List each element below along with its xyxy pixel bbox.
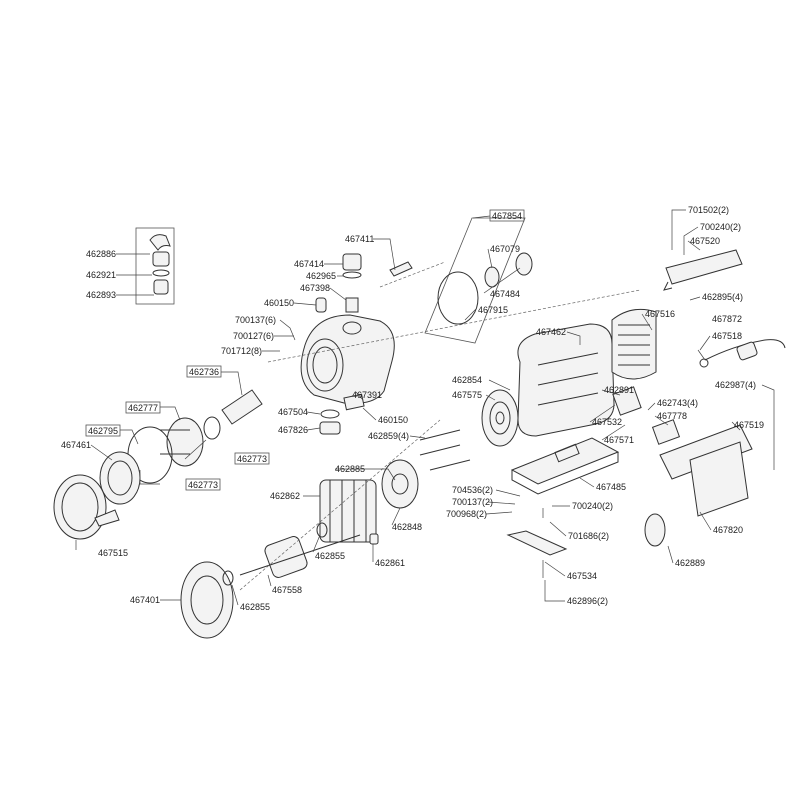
label-462773-lower: 462773 <box>188 480 218 490</box>
label-467820: 467820 <box>713 525 743 535</box>
label-467515: 467515 <box>98 548 128 558</box>
label-467461: 467461 <box>61 440 91 450</box>
label-701502-2: 701502(2) <box>688 205 729 215</box>
label-boxes <box>85 209 525 491</box>
pump-housing <box>300 253 413 435</box>
label-467854: 467854 <box>492 211 522 221</box>
label-462736: 462736 <box>189 367 219 377</box>
label-467534: 467534 <box>567 571 597 581</box>
tie-rods <box>419 429 471 471</box>
label-467391: 467391 <box>352 390 382 400</box>
label-462743-4: 462743(4) <box>657 398 698 408</box>
label-467532: 467532 <box>592 417 622 427</box>
label-467411: 467411 <box>345 234 374 244</box>
label-467520: 467520 <box>690 236 720 246</box>
label-460150-bottom: 460150 <box>378 415 408 425</box>
label-462854: 462854 <box>452 375 482 385</box>
label-462921: 462921 <box>86 270 116 280</box>
label-700968-2: 700968(2) <box>446 509 487 519</box>
label-467398: 467398 <box>300 283 330 293</box>
motor-parts <box>180 459 419 639</box>
assembly-axis-line-3 <box>239 419 441 591</box>
label-700127-6: 700127(6) <box>233 331 274 341</box>
label-462795: 462795 <box>88 426 118 436</box>
terminal-cover <box>612 386 753 547</box>
label-462848: 462848 <box>392 522 422 532</box>
label-462861: 462861 <box>375 558 405 568</box>
base-plate <box>506 437 620 578</box>
label-467079: 467079 <box>490 244 520 254</box>
label-462885: 462885 <box>335 464 365 474</box>
label-467484: 467484 <box>490 289 520 299</box>
label-467778: 467778 <box>657 411 687 421</box>
label-462896-2: 462896(2) <box>567 596 608 606</box>
label-462886: 462886 <box>86 249 116 259</box>
label-467504: 467504 <box>278 407 308 417</box>
fan-cover <box>611 308 657 380</box>
label-467516: 467516 <box>645 309 675 319</box>
label-462855-lower: 462855 <box>240 602 270 612</box>
label-462859-4: 462859(4) <box>368 431 409 441</box>
label-701686-2: 701686(2) <box>568 531 609 541</box>
label-462855-upper: 462855 <box>315 551 345 561</box>
label-700240-2-bottom: 700240(2) <box>572 501 613 511</box>
label-467519: 467519 <box>734 420 764 430</box>
label-467558: 467558 <box>272 585 302 595</box>
assembly-axis-line-2 <box>379 261 446 288</box>
part-number-labels: 462886 462921 462893 467411 467414 46296… <box>61 205 764 612</box>
label-467915: 467915 <box>478 305 508 315</box>
label-467518: 467518 <box>712 331 742 341</box>
label-467401: 467401 <box>130 595 160 605</box>
filter-group <box>53 389 263 540</box>
label-704536-2: 704536(2) <box>452 485 493 495</box>
label-700137-6: 700137(6) <box>235 315 276 325</box>
label-467571: 467571 <box>604 435 634 445</box>
label-467462: 467462 <box>536 327 566 337</box>
label-462773-right: 462773 <box>237 454 267 464</box>
label-460150-top: 460150 <box>264 298 294 308</box>
label-462777: 462777 <box>128 403 158 413</box>
hose-connector-parts <box>135 227 175 305</box>
label-467575: 467575 <box>452 390 482 400</box>
label-462862: 462862 <box>270 491 300 501</box>
label-462965: 462965 <box>306 271 336 281</box>
impeller-disc <box>481 389 519 447</box>
label-467826: 467826 <box>278 425 308 435</box>
power-cable <box>699 339 786 368</box>
label-467485: 467485 <box>596 482 626 492</box>
label-462891: 462891 <box>604 385 634 395</box>
motor-frame <box>517 323 615 437</box>
label-700240-2-top: 700240(2) <box>700 222 741 232</box>
label-462895-4: 462895(4) <box>702 292 743 302</box>
seal-group <box>424 217 533 344</box>
label-700137-2: 700137(2) <box>452 497 493 507</box>
label-462987-4: 462987(4) <box>715 380 756 390</box>
label-462889: 462889 <box>675 558 705 568</box>
label-701712-8: 701712(8) <box>221 346 262 356</box>
label-467414: 467414 <box>294 259 324 269</box>
label-467872: 467872 <box>712 314 742 324</box>
assembly-axis-line <box>267 289 641 363</box>
carry-handle <box>663 249 743 291</box>
label-462893: 462893 <box>86 290 116 300</box>
leader-lines <box>75 209 775 606</box>
